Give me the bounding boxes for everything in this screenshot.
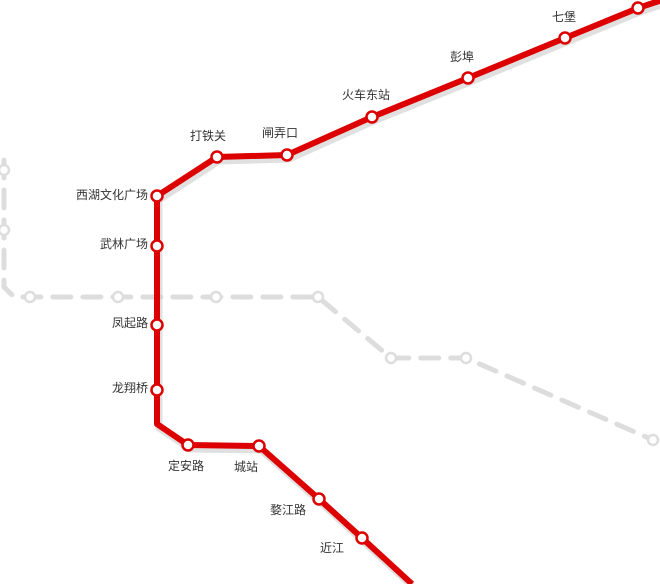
station-label-huochedongzhan: 火车东站: [342, 88, 391, 102]
station-wulinguangchang[interactable]: [150, 239, 164, 253]
station-label-longxiangqiao: 龙翔桥: [111, 381, 148, 395]
inactive-station[interactable]: [23, 290, 37, 304]
station-label-dinganlu: 定安路: [168, 459, 205, 473]
inactive-station[interactable]: [0, 223, 11, 237]
station-label-wulinguangchang: 武林广场: [99, 237, 148, 251]
station-label-xihuwenhuaguangchang: 西湖文化广场: [75, 188, 148, 202]
station-label-pengbu: 彭埠: [450, 50, 475, 64]
inactive-station[interactable]: [646, 433, 660, 447]
station-huochedongzhan[interactable]: [365, 110, 379, 124]
station-chengzhan[interactable]: [252, 439, 266, 453]
station-wujianglu[interactable]: [312, 492, 326, 506]
station-zhanongkou[interactable]: [280, 148, 294, 162]
inactive-line: [0, 157, 660, 447]
station-longxiangqiao[interactable]: [150, 383, 164, 397]
inactive-station[interactable]: [0, 163, 11, 177]
active-line: [154, 0, 660, 584]
inactive-station[interactable]: [459, 351, 473, 365]
station-label-jinjiang: 近江: [320, 541, 345, 555]
station-dinganlu[interactable]: [181, 438, 195, 452]
station-label-chengzhan: 城站: [234, 460, 259, 474]
station-label-qibao: 七堡: [552, 10, 577, 24]
station-jinjiang[interactable]: [355, 531, 369, 545]
station-pengbu[interactable]: [461, 71, 475, 85]
station-fengqilu[interactable]: [150, 318, 164, 332]
station-unnamed[interactable]: [631, 1, 645, 15]
active-stations: [150, 1, 645, 545]
station-label-zhanongkou: 闸弄口: [262, 126, 299, 140]
inactive-station[interactable]: [384, 351, 398, 365]
station-xihuwenhuaguangchang[interactable]: [150, 189, 164, 203]
station-label-datieguan: 打铁关: [190, 129, 227, 143]
station-label-fengqilu: 凤起路: [111, 316, 148, 330]
station-datieguan[interactable]: [210, 150, 224, 164]
inactive-station[interactable]: [111, 290, 125, 304]
station-label-wujianglu: 婺江路: [270, 503, 307, 517]
inactive-station[interactable]: [311, 290, 325, 304]
station-qibao[interactable]: [558, 31, 572, 45]
active-line-shadow: [155, 1, 660, 584]
inactive-station[interactable]: [209, 290, 223, 304]
